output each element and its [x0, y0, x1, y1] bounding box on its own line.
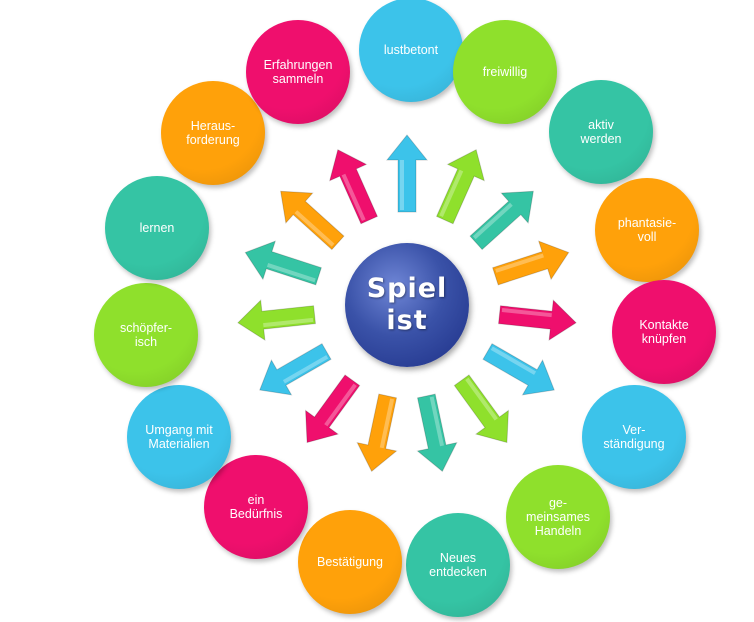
arrow-icon — [416, 393, 458, 473]
arrow-icon — [280, 190, 345, 251]
arrow-icon — [453, 374, 509, 444]
bubble-item: Ver- ständigung — [582, 385, 686, 489]
center-title-line1: Spiel — [366, 273, 448, 304]
bubble-item: Kontakte knüpfen — [612, 280, 716, 384]
bubble-item: schöpfer- isch — [94, 283, 198, 387]
bubble-item: aktiv werden — [549, 80, 653, 184]
arrow-icon — [237, 299, 316, 342]
bubble-item: Heraus- forderung — [161, 81, 265, 185]
arrow-icon — [305, 374, 361, 444]
arrow-icon — [492, 240, 570, 286]
bubble-item: Umgang mit Materialien — [127, 385, 231, 489]
arrow-icon — [244, 240, 322, 286]
arrow-icon — [469, 190, 534, 251]
center-circle: Spiel ist — [345, 243, 469, 367]
arrow-icon — [482, 343, 555, 396]
arrow-icon — [385, 134, 429, 213]
bubble-item: lustbetont — [359, 0, 463, 102]
arrow-icon — [435, 148, 485, 225]
bubble-item: freiwillig — [453, 20, 557, 124]
arrow-icon — [329, 148, 379, 225]
bubble-item: phantasie- voll — [595, 178, 699, 282]
arrow-icon — [498, 299, 577, 342]
arrow-icon — [259, 343, 332, 396]
bubble-item: Neues entdecken — [406, 513, 510, 617]
bubble-item: Bestätigung — [298, 510, 402, 614]
bubble-item: Erfahrungen sammeln — [246, 20, 350, 124]
center-title-line2: ist — [386, 305, 428, 336]
bubble-item: ein Bedürfnis — [204, 455, 308, 559]
bubble-item: lernen — [105, 176, 209, 280]
bubble-item: ge- meinsames Handeln — [506, 465, 610, 569]
arrow-icon — [356, 393, 398, 473]
